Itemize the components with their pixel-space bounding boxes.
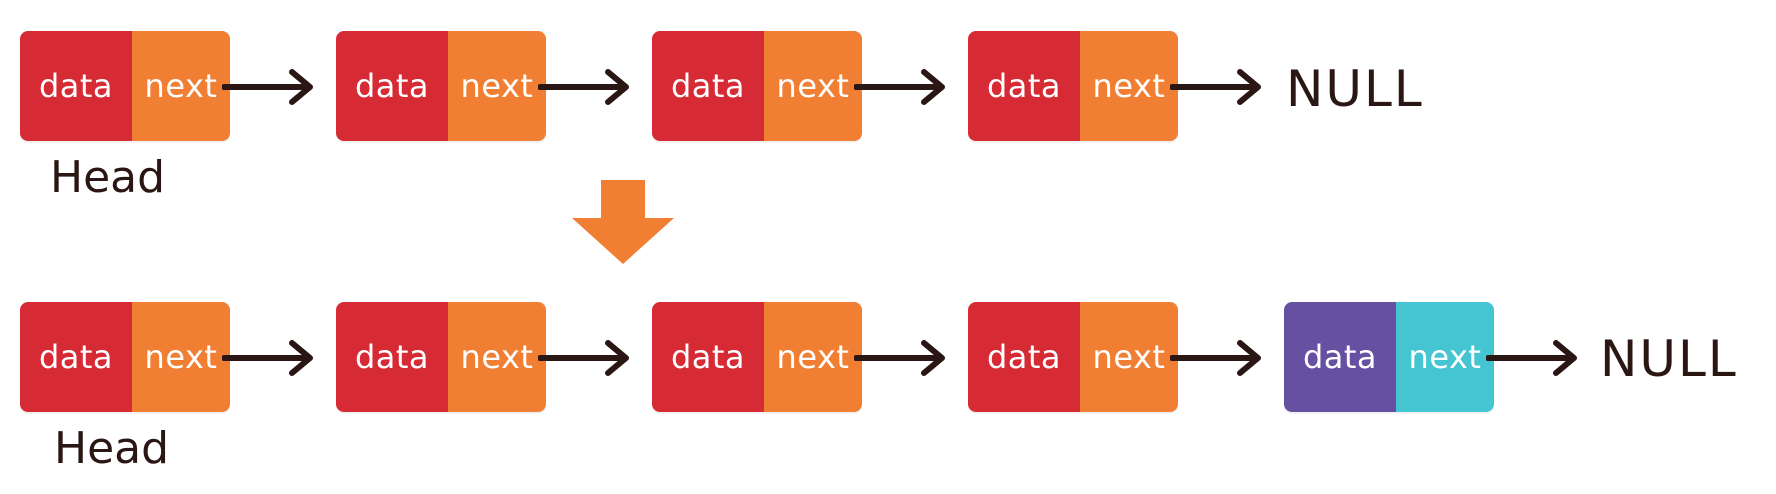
down-arrow-icon (572, 180, 674, 264)
pointer-arrow-icon (1170, 69, 1261, 105)
next-cell: next (764, 302, 862, 412)
pointer-arrow-icon (222, 69, 313, 105)
head-label: Head (50, 152, 166, 203)
top-node-1: data next (20, 31, 230, 141)
pointer-arrow-icon (854, 340, 945, 376)
next-cell: next (1396, 302, 1494, 412)
next-cell: next (448, 302, 546, 412)
pointer-arrow-icon (1170, 340, 1261, 376)
data-cell: data (652, 302, 764, 412)
next-cell: next (1080, 302, 1178, 412)
next-cell: next (132, 31, 230, 141)
top-node-2: data next (336, 31, 546, 141)
data-cell: data (20, 31, 132, 141)
next-cell: next (764, 31, 862, 141)
pointer-arrow-icon (538, 69, 629, 105)
data-cell: data (336, 302, 448, 412)
next-cell: next (1080, 31, 1178, 141)
top-node-3: data next (652, 31, 862, 141)
pointer-arrow-icon (538, 340, 629, 376)
null-label: NULL (1600, 330, 1738, 388)
pointer-arrow-icon (1486, 340, 1577, 376)
data-cell: data (968, 302, 1080, 412)
bottom-node-4: data next (968, 302, 1178, 412)
bottom-node-3: data next (652, 302, 862, 412)
next-cell: next (448, 31, 546, 141)
top-node-4: data next (968, 31, 1178, 141)
bottom-node-1: data next (20, 302, 230, 412)
data-cell: data (968, 31, 1080, 141)
pointer-arrow-icon (222, 340, 313, 376)
bottom-node-2: data next (336, 302, 546, 412)
data-cell: data (652, 31, 764, 141)
data-cell: data (20, 302, 132, 412)
bottom-node-5-appended: data next (1284, 302, 1494, 412)
data-cell: data (336, 31, 448, 141)
pointer-arrow-icon (854, 69, 945, 105)
null-label: NULL (1286, 60, 1424, 118)
next-cell: next (132, 302, 230, 412)
data-cell: data (1284, 302, 1396, 412)
head-label: Head (54, 423, 170, 474)
